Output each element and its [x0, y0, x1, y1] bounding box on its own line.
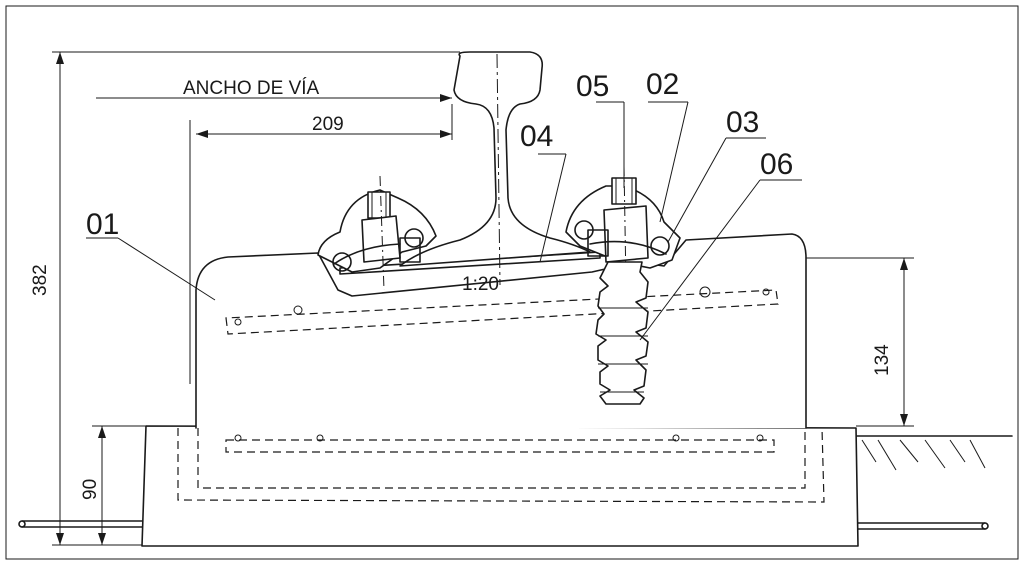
dimension-90 — [92, 425, 146, 545]
rail — [399, 51, 591, 267]
part-label-05: 05 — [576, 70, 609, 103]
dimension-track-gauge — [96, 94, 452, 102]
drawing-frame — [5, 5, 1019, 560]
base-block — [141, 425, 859, 547]
base-rebar-holes — [234, 434, 764, 442]
slope-label: 1:20 — [462, 274, 499, 295]
part-label-03: 03 — [726, 106, 759, 139]
dimension-134 — [806, 257, 914, 427]
part-label-04: 04 — [520, 120, 553, 153]
base-inner-dashed-2 — [197, 428, 806, 489]
part-label-02: 02 — [646, 68, 679, 101]
ground-line — [856, 435, 1013, 471]
dim-382-label: 382 — [30, 264, 51, 296]
dimension-382 — [52, 51, 460, 546]
dim-209-label: 209 — [312, 114, 344, 135]
left-fastening — [317, 175, 437, 291]
dimension-209 — [189, 104, 453, 384]
base-rods — [18, 520, 989, 530]
base-rebar-dashed — [225, 439, 775, 453]
sleeper-body — [195, 233, 807, 429]
rail-axis — [496, 53, 501, 286]
leader-lines — [86, 101, 802, 341]
part-label-01: 01 — [86, 208, 119, 241]
dim-134-label: 134 — [872, 344, 893, 376]
anchor-dowel — [595, 261, 649, 405]
base-inner-dashed — [177, 427, 825, 503]
part-label-06: 06 — [760, 148, 793, 181]
dim-90-label: 90 — [80, 479, 101, 500]
sleeper-holes — [234, 286, 770, 326]
track-gauge-label: ANCHO DE VÍA — [183, 78, 320, 99]
sleeper-rebar-dashed — [225, 289, 779, 335]
